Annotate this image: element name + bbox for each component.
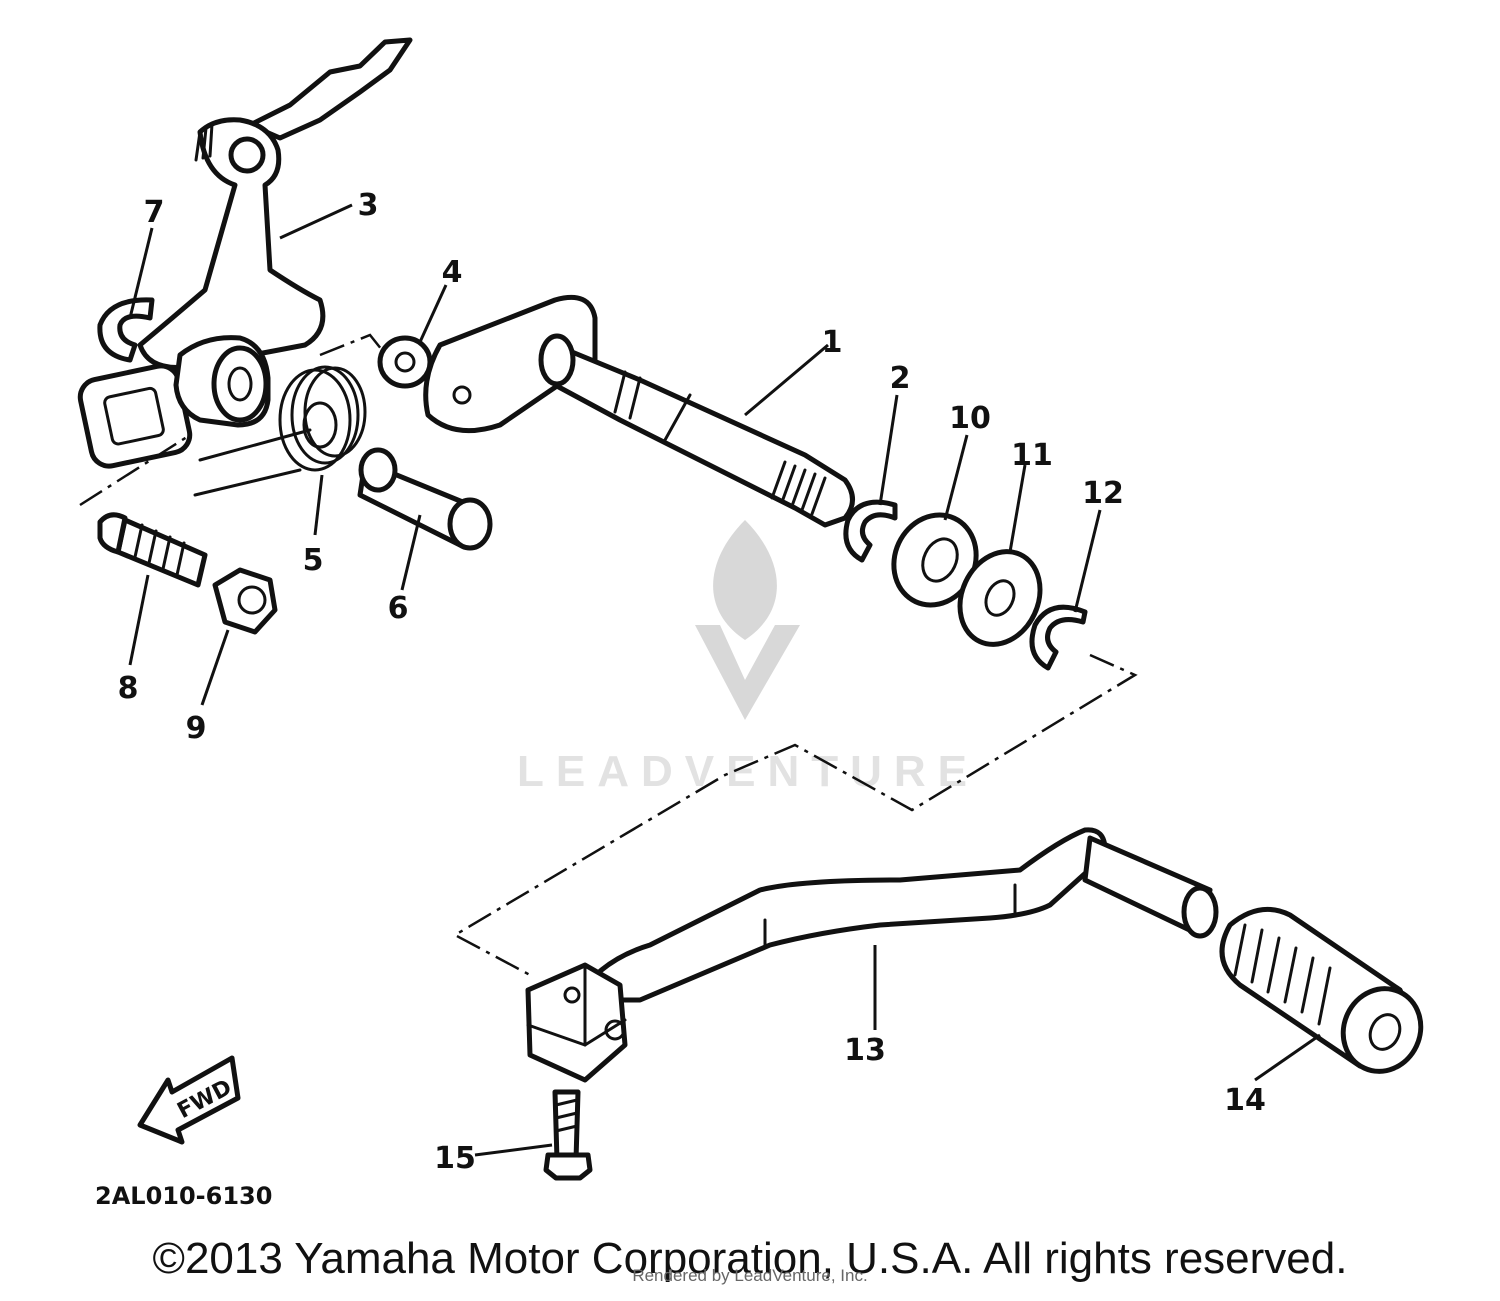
- part-11-washer: [957, 549, 1043, 647]
- part-3-shift-arm: [77, 37, 413, 469]
- watermark-text: LEADVENTURE: [517, 747, 979, 796]
- leadventure-watermark: LEADVENTURE: [517, 520, 979, 796]
- callout-labels: 3 7 4 1 2 10 11 12 5 6 8 9 13 14 15: [118, 188, 1266, 1176]
- assembly-lines: [79, 333, 1138, 977]
- diagram-code: 2AL010-6130: [95, 1182, 272, 1210]
- callout-3: 3: [358, 188, 379, 223]
- part-12-circlip: [1029, 604, 1088, 671]
- callout-1: 1: [822, 325, 843, 360]
- callout-14: 14: [1224, 1083, 1266, 1118]
- callout-5: 5: [303, 543, 324, 578]
- leader-lines: [128, 203, 1321, 1157]
- callout-13: 13: [844, 1033, 886, 1068]
- callout-12: 12: [1082, 476, 1124, 511]
- part-15-bolt: [543, 1089, 593, 1181]
- part-2-circlip: [843, 499, 898, 563]
- callout-15: 15: [434, 1141, 476, 1176]
- callout-10: 10: [949, 401, 991, 436]
- fwd-arrow-icon: FWD: [137, 1055, 241, 1145]
- callout-4: 4: [442, 255, 463, 290]
- rendered-by-credit: Rendered by LeadVenture, Inc.: [632, 1266, 868, 1285]
- part-8-bolt: [97, 512, 208, 588]
- part-9-nut: [212, 567, 278, 635]
- part-7-circlip: [97, 297, 155, 363]
- callout-6: 6: [388, 591, 409, 626]
- part-6-pin: [357, 447, 493, 551]
- callout-11: 11: [1011, 438, 1053, 473]
- part-14-pedal-rubber: [1219, 906, 1424, 1074]
- part-13-shift-pedal: [525, 827, 1219, 1083]
- callout-8: 8: [118, 671, 139, 706]
- callout-9: 9: [186, 711, 207, 746]
- callout-7: 7: [144, 195, 165, 230]
- callout-2: 2: [890, 361, 911, 396]
- copyright-notice: ©2013 Yamaha Motor Corporation, U.S.A. A…: [152, 1234, 1348, 1283]
- part-4-collar: [377, 335, 433, 389]
- part-1-shift-shaft: [423, 294, 855, 528]
- part-5-spring: [193, 365, 367, 497]
